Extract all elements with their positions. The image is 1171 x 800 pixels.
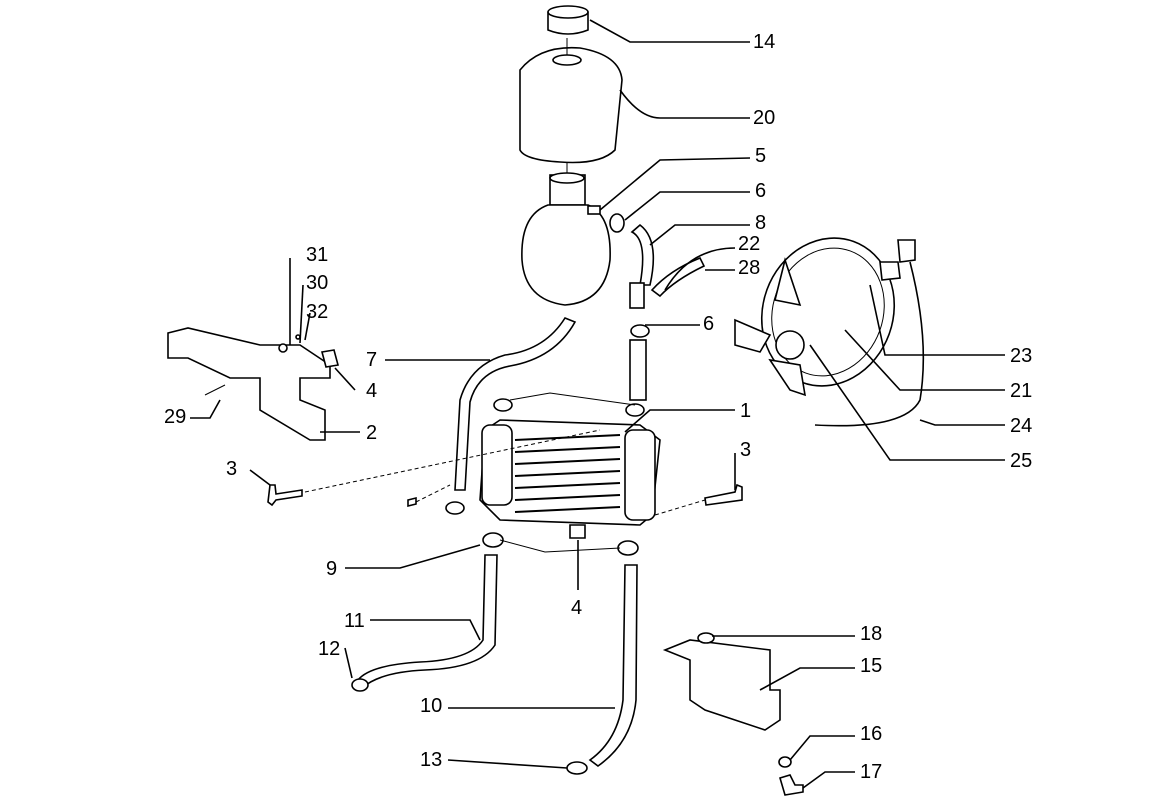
hose-10 — [588, 564, 638, 767]
callout-6: 6 — [755, 180, 767, 202]
callout-3-right: 3 — [740, 439, 752, 461]
lower-bracket-part — [662, 632, 781, 731]
callout-21: 21 — [1010, 380, 1033, 402]
callout-9: 9 — [326, 558, 338, 580]
hose-11 — [357, 554, 498, 690]
callout-23: 23 — [1010, 345, 1033, 367]
callout-17: 17 — [860, 761, 883, 783]
callout-6-lower: 6 — [703, 313, 715, 335]
callout-15: 15 — [860, 655, 883, 677]
callout-28: 28 — [738, 257, 761, 279]
leader-lines — [190, 19, 1005, 789]
expansion-tank-part — [521, 172, 611, 306]
callout-16: 16 — [860, 723, 883, 745]
callout-22: 22 — [738, 233, 761, 255]
cap-part — [547, 5, 589, 35]
callout-13: 13 — [420, 749, 443, 771]
callout-4-lower: 4 — [571, 597, 583, 619]
callout-11: 11 — [344, 610, 365, 632]
callout-3-left: 3 — [226, 458, 238, 480]
callout-7: 7 — [366, 349, 378, 371]
callout-2: 2 — [366, 422, 378, 444]
callout-24: 24 — [1010, 415, 1033, 437]
callout-5: 5 — [755, 145, 767, 167]
radiator-part — [479, 419, 661, 526]
callout-14: 14 — [753, 31, 776, 53]
callout-1: 1 — [740, 400, 752, 422]
callout-31: 31 — [306, 244, 329, 266]
bracket-part — [167, 327, 331, 441]
callout-10: 10 — [420, 695, 443, 717]
hose-7 — [454, 317, 577, 491]
callout-4: 4 — [366, 380, 378, 402]
fan-assembly-part — [734, 237, 925, 427]
callout-18: 18 — [860, 623, 883, 645]
reservoir-cover-part — [519, 46, 623, 164]
callout-8: 8 — [755, 212, 767, 234]
callout-12: 12 — [318, 638, 341, 660]
callout-32: 32 — [306, 301, 329, 323]
callout-20: 20 — [753, 107, 776, 129]
callout-25: 25 — [1010, 450, 1033, 472]
callout-30: 30 — [306, 272, 329, 294]
callout-29: 29 — [164, 406, 187, 428]
